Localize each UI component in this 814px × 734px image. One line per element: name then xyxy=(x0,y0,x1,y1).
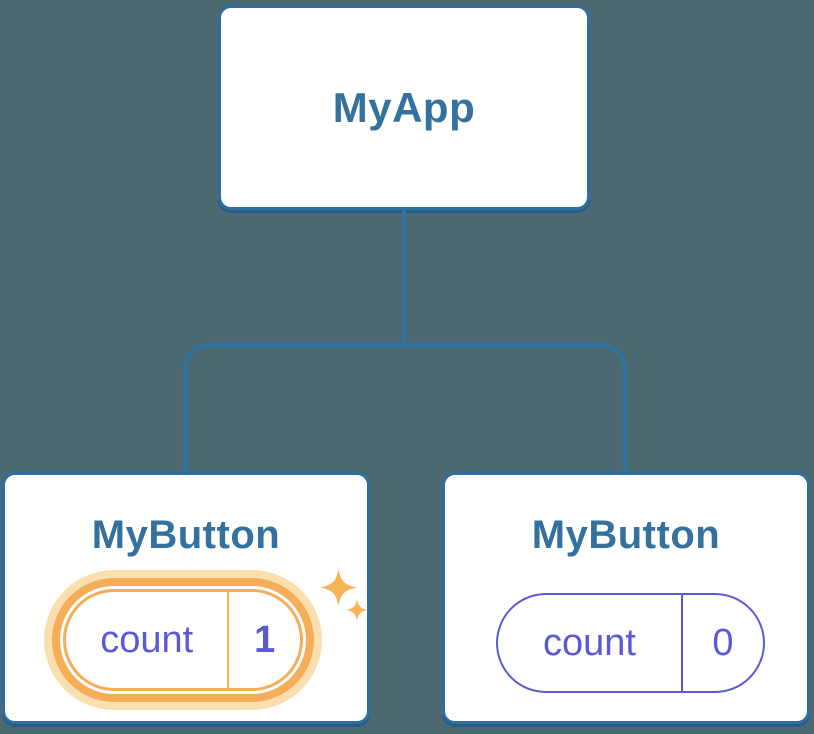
node-myapp: MyApp xyxy=(218,5,590,210)
node-mybutton-right-label: MyButton xyxy=(531,513,721,557)
sparkle-icon xyxy=(320,569,357,606)
node-mybutton-right: MyButton count 0 xyxy=(442,472,810,724)
connector-bracket xyxy=(183,343,627,473)
state-pill: count 0 xyxy=(496,593,765,693)
state-value: 1 xyxy=(227,592,300,688)
connector-stem xyxy=(402,210,406,345)
node-mybutton-left: MyButton count 1 xyxy=(2,472,370,724)
state-pill-highlighted: count 1 xyxy=(63,589,303,691)
node-myapp-label: MyApp xyxy=(332,83,476,131)
state-key-label: count xyxy=(100,618,194,661)
sparkle-icon xyxy=(346,599,368,621)
state-value: 0 xyxy=(680,595,763,691)
state-key-label: count xyxy=(542,621,636,664)
node-mybutton-left-label: MyButton xyxy=(91,513,281,557)
